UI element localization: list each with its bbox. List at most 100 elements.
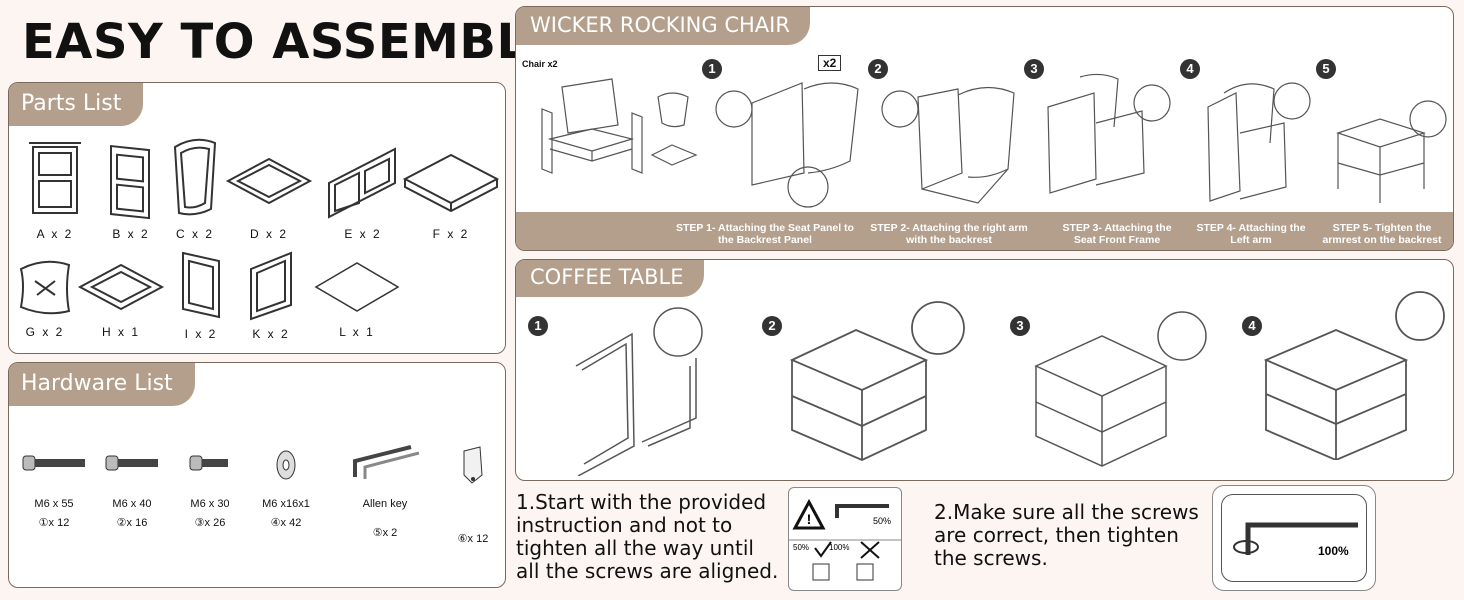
pct50b-text: 50% xyxy=(793,543,809,552)
part-c: C x 2 xyxy=(145,135,245,241)
part-h: H x 1 xyxy=(71,255,171,339)
hardware-item-m6x55: M6 x 55 ①x 12 xyxy=(17,453,91,529)
part-g: G x 2 xyxy=(9,255,95,339)
hardware-name: Allen key xyxy=(362,498,408,510)
chair-step3-diagram xyxy=(1047,73,1171,194)
chair-step-caption: STEP 3- Attaching the Seat Front Frame xyxy=(1062,222,1172,246)
foot-cap-icon xyxy=(463,446,483,484)
part-e: E x 2 xyxy=(313,141,413,241)
part-i-icon xyxy=(182,251,220,319)
warning-icon-box: ! 50% 50% 100% xyxy=(788,487,902,591)
hardware-item-m6x30: M6 x 30 ③x 26 xyxy=(179,453,241,529)
bolt-55-icon xyxy=(22,455,85,471)
hardware-item-foot-cap: ⑥x 12 xyxy=(445,445,501,545)
warning-tighten-icon: ! 50% 50% 100% xyxy=(789,498,901,581)
part-a-icon xyxy=(29,142,81,214)
chair-step1-diagram xyxy=(715,82,859,208)
x2-badge: x2 xyxy=(818,55,842,71)
chair-step-caption: STEP 2- Attaching the right arm with the… xyxy=(870,222,1028,246)
coffee-table-heading: COFFEE TABLE xyxy=(516,260,704,297)
hardware-qty: ⑥x 12 xyxy=(457,533,489,545)
chair-step-number: 4 xyxy=(1180,59,1200,79)
part-i: I x 2 xyxy=(151,249,251,341)
chair-step-caption: STEP 1- Attaching the Seat Panel to the … xyxy=(676,222,854,246)
chair-heading: WICKER ROCKING CHAIR xyxy=(516,7,810,45)
hardware-qty: ②x 16 xyxy=(116,517,148,529)
chair-step4-diagram xyxy=(1207,82,1311,202)
allen-key-icon xyxy=(353,445,420,479)
hardware-qty: ③x 26 xyxy=(194,517,226,529)
part-f-icon xyxy=(402,153,500,213)
hardware-name: M6 x 30 xyxy=(190,498,230,510)
note-1: 1.Start with the provided instruction an… xyxy=(516,490,779,583)
table-step1-diagram xyxy=(575,307,703,476)
hardware-item-m6x40: M6 x 40 ②x 16 xyxy=(97,453,167,529)
part-label: B x 2 xyxy=(112,227,150,241)
part-label: A x 2 xyxy=(36,227,74,241)
part-label: G x 2 xyxy=(25,325,65,339)
part-label: H x 1 xyxy=(101,325,140,339)
chair-step-caption: STEP 5- Tighten the armrest on the backr… xyxy=(1322,222,1442,246)
coffee-table-panel: COFFEE TABLE 1 2 3 4 xyxy=(515,259,1454,481)
part-label: D x 2 xyxy=(249,227,288,241)
part-c-icon xyxy=(173,138,217,216)
page-title: EASY TO ASSEMBLE xyxy=(22,14,561,70)
chair-step-number: 1 xyxy=(702,59,722,79)
hardware-name: M6 x 55 xyxy=(34,498,74,510)
hardware-qty: ④x 42 xyxy=(270,517,302,529)
chair-steps-band xyxy=(516,212,1453,250)
chair-step2-diagram xyxy=(881,86,1015,204)
hardware-list-heading: Hardware List xyxy=(9,363,195,406)
part-b: B x 2 xyxy=(81,141,181,241)
allen-key-tighten-icon: 100% xyxy=(1233,522,1358,558)
pct50-text: 50% xyxy=(873,516,891,526)
part-label: I x 2 xyxy=(184,327,218,341)
part-label: L x 1 xyxy=(339,325,375,339)
chair-step-number: 3 xyxy=(1024,59,1044,79)
pct100-text: 100% xyxy=(1318,544,1349,558)
chair-count-label: Chair x2 xyxy=(522,59,558,69)
hardware-name: M6 x 40 xyxy=(112,498,152,510)
part-b-icon xyxy=(110,144,150,220)
part-label: K x 2 xyxy=(252,327,290,341)
part-k: K x 2 xyxy=(221,249,321,341)
hardware-item-allen-key: Allen key ⑤x 2 xyxy=(345,443,425,539)
part-label: C x 2 xyxy=(175,227,214,241)
washer-icon xyxy=(276,450,296,480)
part-k-icon xyxy=(250,251,292,321)
bolt-40-icon xyxy=(105,455,158,471)
note-2: 2.Make sure all the screws are correct, … xyxy=(934,500,1199,570)
chair-step-number: 2 xyxy=(868,59,888,79)
part-label: F x 2 xyxy=(432,227,470,241)
chair-step-number: 5 xyxy=(1316,59,1336,79)
part-label: E x 2 xyxy=(344,227,382,241)
parts-list-panel: Parts List A x 2 B x 2 C x 2 D x 2 E x 2… xyxy=(8,82,506,354)
hardware-list-panel: Hardware List M6 x 55 ①x 12 M6 x 40 ②x 1… xyxy=(8,362,506,588)
hardware-qty: ⑤x 2 xyxy=(372,527,398,539)
table-step4-diagram xyxy=(1263,291,1445,460)
part-a: A x 2 xyxy=(9,141,105,241)
part-d: D x 2 xyxy=(219,141,319,241)
part-l-icon xyxy=(314,262,400,312)
table-step-number: 2 xyxy=(762,316,782,336)
pct100b-text: 100% xyxy=(829,543,849,552)
bolt-30-icon xyxy=(189,455,228,471)
hardware-name: M6 x16x1 xyxy=(262,498,310,510)
hardware-item-washer: M6 x16x1 ④x 42 xyxy=(255,449,317,529)
table-step3-diagram xyxy=(1034,311,1207,467)
table-step-number: 1 xyxy=(528,316,548,336)
tighten-100-icon-box: 100% xyxy=(1212,485,1376,591)
table-step-number: 3 xyxy=(1010,316,1030,336)
chair-exploded-diagram xyxy=(541,78,698,174)
parts-list-heading: Parts List xyxy=(9,83,144,126)
hardware-qty: ①x 12 xyxy=(38,517,70,529)
table-step-number: 4 xyxy=(1242,316,1262,336)
part-l: L x 1 xyxy=(307,255,407,339)
part-g-icon xyxy=(19,260,71,315)
part-d-icon xyxy=(225,157,313,205)
chair-step-caption: STEP 4- Attaching the Left arm xyxy=(1196,222,1306,246)
part-h-icon xyxy=(77,263,165,311)
part-e-icon xyxy=(328,147,396,219)
chair-panel: WICKER ROCKING CHAIR Chair x2 1 x2 2 3 4… xyxy=(515,6,1454,251)
svg-text:!: ! xyxy=(807,511,812,527)
